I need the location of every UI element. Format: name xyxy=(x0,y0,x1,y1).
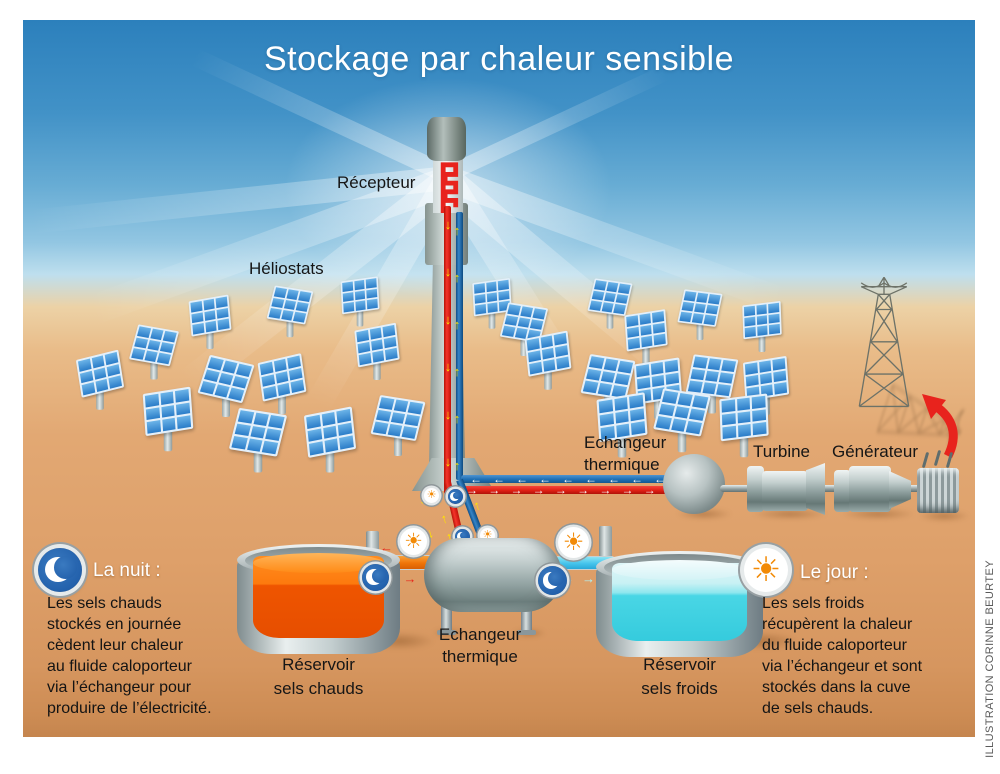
flow-arrow: ← xyxy=(539,472,551,486)
flow-arrow: ↓ xyxy=(425,524,436,542)
day-heading: Le jour : xyxy=(800,562,869,583)
hot-salt-liquid xyxy=(253,553,384,638)
vessel-foot xyxy=(437,630,456,635)
sun-icon: ☀ xyxy=(400,528,427,555)
flow-arrow: ↑ xyxy=(453,223,461,238)
flow-arrow: ← xyxy=(585,472,597,486)
flow-arrow: → xyxy=(510,483,523,497)
loop-pipe-cold xyxy=(461,475,674,483)
label-cold-tank: Réservoir sels froids xyxy=(641,655,718,698)
label-turbine: Turbine xyxy=(753,442,811,461)
flow-arrow: ↑ xyxy=(453,411,461,426)
flow-arrow: ↓ xyxy=(444,406,452,422)
flow-arrow: → xyxy=(599,483,612,497)
receiver-coil xyxy=(440,162,459,213)
moon-icon xyxy=(538,566,567,595)
credit-text: ILLUSTRATION CORINNE BEURTEY xyxy=(984,560,996,758)
power-line-pylon xyxy=(858,276,910,408)
cold-salt-tank xyxy=(596,551,763,657)
flow-arrow: → xyxy=(621,483,634,497)
loop-pipe-hot xyxy=(448,486,688,494)
heat-exchanger-sphere xyxy=(663,454,725,514)
flow-arrow: ← xyxy=(470,472,482,486)
turbine-disc xyxy=(747,466,764,512)
sun-icon: ☀ xyxy=(744,548,788,592)
transformer xyxy=(917,468,959,513)
flow-arrow: → xyxy=(488,483,501,497)
sun-icon: ☀ xyxy=(424,488,439,503)
flow-arrow: ← xyxy=(516,472,528,486)
night-heading: La nuit : xyxy=(93,560,161,581)
moon-icon xyxy=(448,489,463,504)
generator-cone xyxy=(889,471,911,509)
flow-arrow: ↓ xyxy=(444,453,452,469)
vessel-leg xyxy=(441,604,452,632)
flow-arrow: ← xyxy=(562,472,574,486)
night-text: Les sels chauds stockés en journée cèden… xyxy=(47,595,212,717)
flow-arrow: ↓ xyxy=(444,264,452,280)
page-title: Stockage par chaleur sensible xyxy=(264,40,734,78)
generator-body xyxy=(849,466,891,512)
flow-arrow: → xyxy=(643,483,656,497)
flow-arrow: ↑ xyxy=(453,458,461,473)
flow-arrow: → xyxy=(532,483,545,497)
flow-arrow: → xyxy=(577,483,590,497)
flow-arrow: ↑ xyxy=(453,364,461,379)
flow-arrow: ↓ xyxy=(444,359,452,375)
moon-icon xyxy=(38,548,82,592)
label-hot-tank: Réservoir sels chauds xyxy=(273,655,364,698)
turbine-body xyxy=(762,471,808,511)
cold-tank-stub-pipe xyxy=(599,526,612,562)
flow-arrow: ↓ xyxy=(444,217,452,232)
flow-arrow: ↑ xyxy=(438,509,450,527)
shadow xyxy=(752,508,828,520)
flow-arrows-left: ←←←←←←←←← xyxy=(470,473,666,485)
flow-arrow: ↓ xyxy=(444,311,452,327)
moon-icon xyxy=(362,564,389,591)
drive-shaft xyxy=(720,485,932,492)
cold-salt-liquid xyxy=(612,560,747,641)
sun-icon: ☀ xyxy=(558,527,589,558)
cold-fluid-up-pipe xyxy=(456,212,463,480)
flow-arrows-right: →→→→→→→→→→ xyxy=(466,484,678,496)
shadow xyxy=(918,510,970,522)
heat-flow-arrows-down: ↓ ↓ ↓ ↓ ↓ ↓ xyxy=(440,218,456,468)
heat-flow-arrows-up: ↑ ↑ ↑ ↑ ↑ ↑ xyxy=(449,224,465,472)
hot-salt-tank xyxy=(237,544,400,654)
turbine-outlet xyxy=(806,463,825,515)
vessel-leg xyxy=(521,604,532,632)
flow-arrow: ↑ xyxy=(453,270,461,285)
tower-cap xyxy=(427,117,466,161)
hot-fluid-down-pipe xyxy=(444,206,451,494)
pylon-shadow xyxy=(876,383,966,454)
flow-arrow: → xyxy=(582,571,595,586)
flow-arrow: → xyxy=(403,571,417,586)
flow-arrow: ← xyxy=(631,472,643,486)
flow-arrow: → xyxy=(554,483,567,497)
flow-arrow: ↑ xyxy=(453,317,461,332)
generator-disc xyxy=(834,470,851,512)
flow-arrow: → xyxy=(466,483,478,497)
flow-arrow: ← xyxy=(493,472,505,486)
scene-background xyxy=(23,20,975,737)
label-exchanger-top: Echangeur thermique xyxy=(584,433,667,474)
label-heliostats: Héliostats xyxy=(249,259,324,278)
electricity-flow-arrow xyxy=(922,394,958,459)
flow-arrow: ← xyxy=(608,472,620,486)
vessel-foot xyxy=(517,630,536,635)
flow-arrow: ↑ xyxy=(471,497,483,514)
day-text: Les sels froids récupèrent la chaleur du… xyxy=(762,595,923,717)
label-receiver: Récepteur xyxy=(337,173,416,192)
label-exchanger-bottom: Echangeur thermique xyxy=(438,625,522,666)
label-generator: Générateur xyxy=(832,442,918,461)
